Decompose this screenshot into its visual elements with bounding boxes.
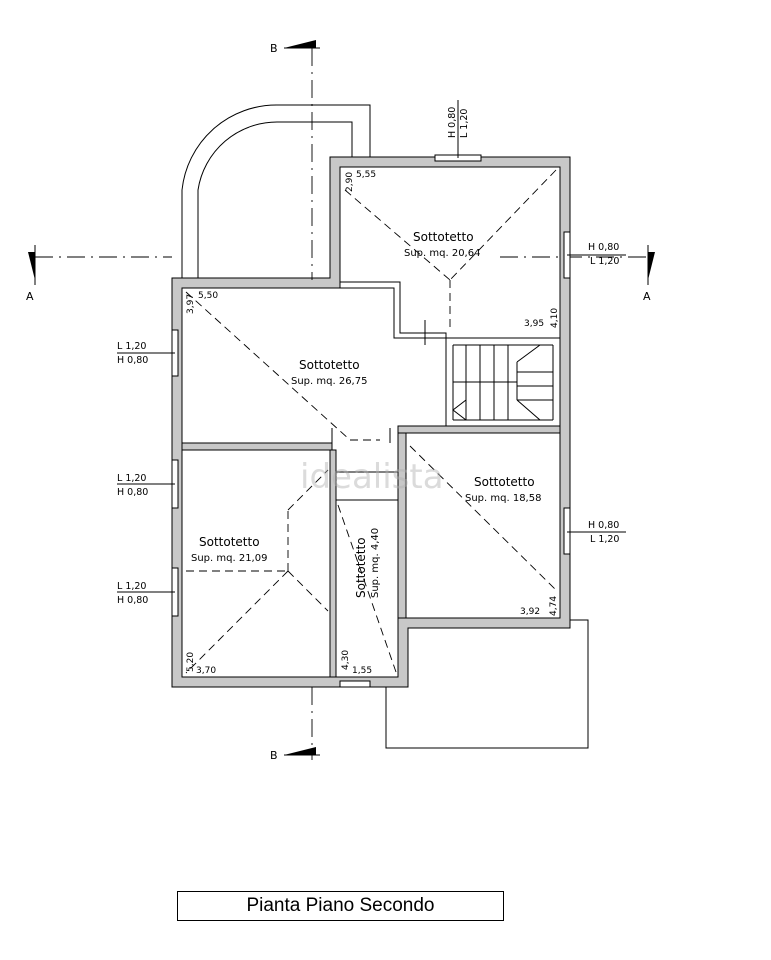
room-name-right: Sottotetto: [474, 475, 535, 489]
window-top-h: H 0,80: [447, 107, 458, 138]
dim-4-30: 4,30: [341, 650, 351, 670]
dim-3-92: 3,92: [520, 607, 540, 617]
window-right-upper-l: L 1,20: [590, 256, 619, 267]
section-label-a-right: A: [643, 290, 651, 303]
dim-1-55: 1,55: [352, 666, 372, 676]
window-left-3-l: L 1,20: [117, 581, 146, 592]
outer-walls: [171, 156, 571, 688]
section-axes: [28, 40, 655, 760]
dim-3-70: 3,70: [196, 666, 216, 676]
room-area-lower-left: Sup. mq. 21,09: [191, 553, 267, 564]
plan-title: Pianta Piano Secondo: [177, 891, 504, 921]
section-label-b-bottom: B: [270, 749, 278, 762]
room-area-corridor: Sup. mq. 4,40: [370, 528, 381, 598]
window-right-upper-h: H 0,80: [588, 242, 619, 253]
staircase: [452, 344, 554, 421]
dim-3-95: 3,95: [524, 319, 544, 329]
window-left-2-h: H 0,80: [117, 487, 148, 498]
room-name-upper-left: Sottotetto: [299, 358, 360, 372]
dim-3-97: 3,97: [186, 294, 196, 314]
terrace-outline: [385, 619, 589, 749]
dim-4-10: 4,10: [550, 308, 560, 328]
window-right-lower-h: H 0,80: [588, 520, 619, 531]
dim-5-20: 5,20: [186, 652, 196, 672]
dim-5-55: 5,55: [356, 170, 376, 180]
room-area-top: Sup. mq. 20,64: [404, 248, 480, 259]
roof-ridges: [185, 169, 557, 674]
window-left-1-h: H 0,80: [117, 355, 148, 366]
windows: [117, 100, 626, 688]
section-label-b-top: B: [270, 42, 278, 55]
interior-walls: [181, 281, 561, 678]
window-top-l: L 1,20: [459, 109, 470, 138]
window-left-1-l: L 1,20: [117, 341, 146, 352]
dim-5-50: 5,50: [198, 291, 218, 301]
room-name-corridor: Sottotetto: [354, 537, 368, 598]
window-left-2-l: L 1,20: [117, 473, 146, 484]
section-label-a-left: A: [26, 290, 34, 303]
room-area-upper-left: Sup. mq. 26,75: [291, 376, 367, 387]
window-right-lower-l: L 1,20: [590, 534, 619, 545]
window-left-3-h: H 0,80: [117, 595, 148, 606]
room-name-top: Sottotetto: [413, 230, 474, 244]
room-area-right: Sup. mq. 18,58: [465, 493, 541, 504]
room-name-lower-left: Sottotetto: [199, 535, 260, 549]
watermark: idealista: [300, 457, 444, 497]
dim-4-74: 4,74: [549, 596, 559, 616]
curved-terrace: [181, 104, 371, 282]
dim-2-90: 2,90: [345, 172, 355, 192]
